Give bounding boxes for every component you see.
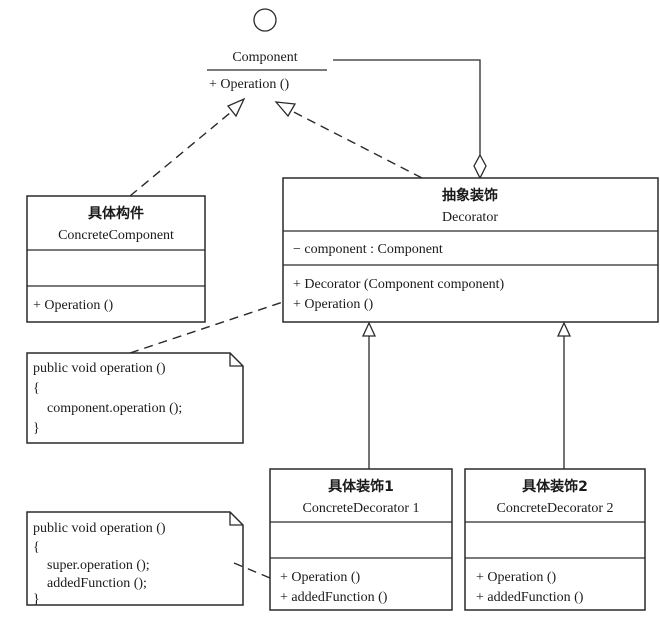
note-decorator-operation: public void operation () { component.ope… bbox=[26, 352, 244, 444]
decorator-attribute: − component : Component bbox=[293, 242, 443, 257]
note-decorator-line: component.operation (); bbox=[47, 401, 182, 416]
interface-circle-icon bbox=[253, 8, 277, 32]
aggregation-link bbox=[333, 59, 487, 180]
decorator-operation-constructor: + Decorator (Component component) bbox=[293, 277, 505, 292]
note-link-concrete-decorator bbox=[233, 562, 271, 579]
concrete-decorator-1-name-en: ConcreteDecorator 1 bbox=[303, 501, 420, 516]
decorator-operation: + Operation () bbox=[293, 297, 374, 312]
note-decorator-line: { bbox=[33, 381, 40, 396]
note-cd-line: public void operation () bbox=[33, 521, 166, 536]
decorator-class: 抽象装饰 Decorator − component : Component +… bbox=[282, 177, 659, 323]
generalization-arrowhead-icon bbox=[556, 321, 572, 337]
concrete-decorator-2-operation: + Operation () bbox=[476, 570, 557, 585]
note-decorator-line: } bbox=[33, 421, 40, 436]
decorator-name-en: Decorator bbox=[442, 210, 498, 225]
decorator-name-cn: 抽象装饰 bbox=[442, 187, 498, 204]
concrete-component-class: 具体构件 ConcreteComponent + Operation () bbox=[26, 195, 206, 323]
concrete-decorator-2-name-en: ConcreteDecorator 2 bbox=[497, 501, 614, 516]
concrete-decorator-2-added-function: + addedFunction () bbox=[476, 590, 584, 605]
generalization-arrowhead-icon bbox=[361, 321, 377, 337]
concrete-component-operation: + Operation () bbox=[33, 298, 114, 313]
note-cd-line: addedFunction (); bbox=[47, 576, 147, 591]
note-cd-line: } bbox=[33, 592, 40, 607]
concrete-component-name-cn: 具体构件 bbox=[87, 205, 144, 222]
note-cd-line: { bbox=[33, 540, 40, 555]
concrete-decorator-2-class: 具体装饰2 ConcreteDecorator 2 + Operation ()… bbox=[464, 468, 646, 611]
concrete-decorator-2-name-cn: 具体装饰2 bbox=[521, 478, 588, 495]
generalization-concrete-decorator-1 bbox=[361, 321, 377, 469]
concrete-decorator-1-class: 具体装饰1 ConcreteDecorator 1 + Operation ()… bbox=[269, 468, 453, 611]
note-concrete-decorator-operation: public void operation () { super.operati… bbox=[26, 511, 244, 607]
component-interface: Component + Operation () bbox=[207, 8, 327, 92]
note-cd-line: super.operation (); bbox=[47, 558, 150, 573]
concrete-decorator-1-operation: + Operation () bbox=[280, 570, 361, 585]
note-decorator-line: public void operation () bbox=[33, 361, 166, 376]
concrete-decorator-1-name-cn: 具体装饰1 bbox=[327, 478, 394, 495]
concrete-component-name-en: ConcreteComponent bbox=[58, 228, 174, 243]
aggregation-diamond-icon bbox=[473, 153, 487, 180]
note-link-decorator bbox=[129, 301, 284, 354]
component-name: Component bbox=[232, 50, 297, 65]
realization-arrowhead-icon bbox=[226, 97, 246, 118]
realization-concrete-component bbox=[129, 97, 246, 197]
realization-decorator bbox=[274, 101, 423, 179]
component-operation: + Operation () bbox=[209, 77, 290, 92]
generalization-concrete-decorator-2 bbox=[556, 321, 572, 469]
concrete-decorator-1-added-function: + addedFunction () bbox=[280, 590, 388, 605]
realization-arrowhead-icon bbox=[274, 101, 297, 118]
